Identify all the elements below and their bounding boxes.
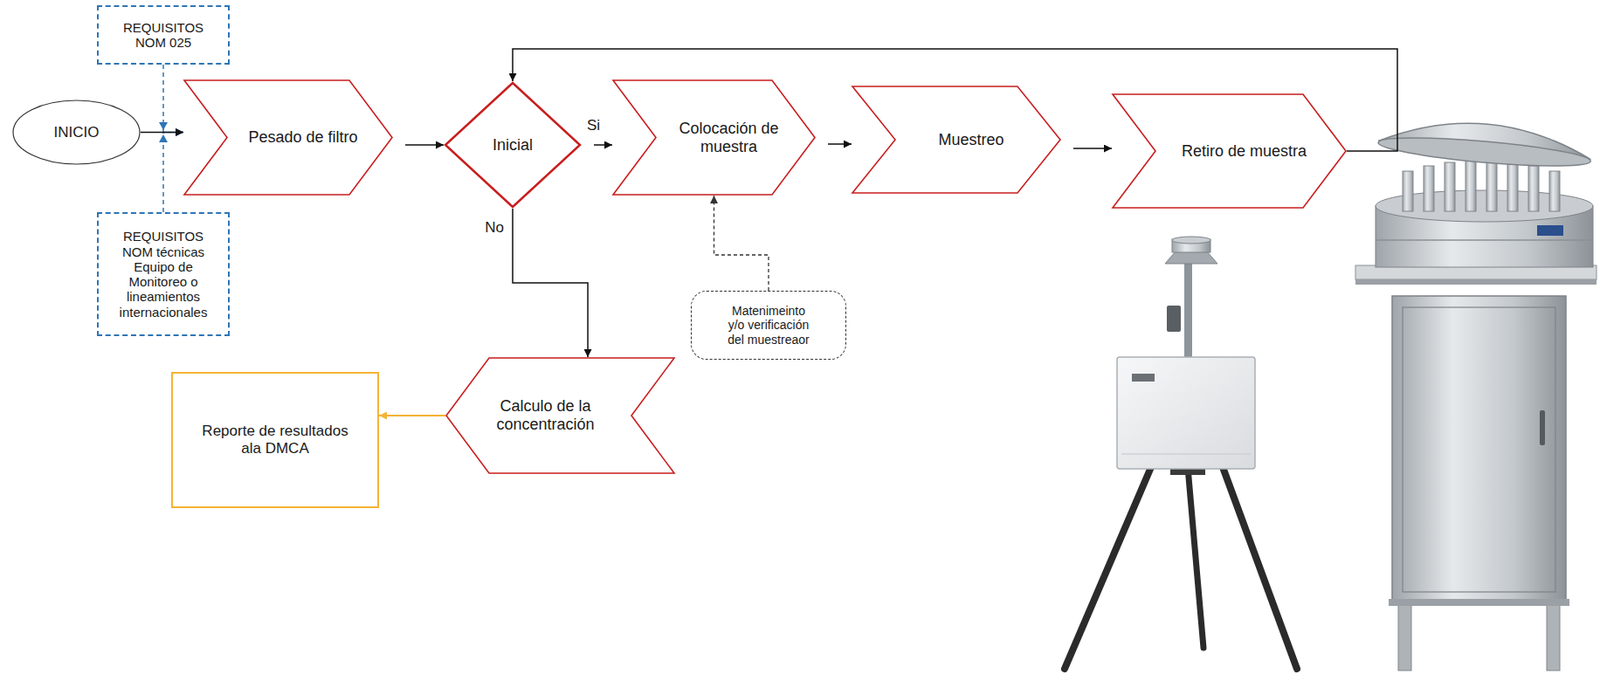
connector-arrow [405, 144, 444, 146]
tripod-leg [1222, 467, 1297, 669]
node-label: Calculo de la concentración [466, 397, 625, 434]
shape-outline [184, 80, 393, 195]
shape-outline [613, 80, 815, 195]
node-label: INICIO [54, 124, 100, 142]
node-label: Inicial [492, 136, 533, 155]
connector-arrow [827, 143, 852, 145]
start-ellipse: INICIO [12, 99, 141, 166]
drum-label [1537, 225, 1564, 236]
node-label: Colocación de muestra [662, 119, 795, 156]
tube [1486, 160, 1497, 212]
edge-label: Si [585, 117, 602, 135]
node-label: Pesado de filtro [248, 128, 358, 147]
cabinet-door [1402, 307, 1556, 593]
shape-outline [445, 82, 580, 207]
report-box: Reporte de resultados ala DMCA [171, 372, 380, 509]
connector-arrow [163, 64, 184, 133]
connector-arrow [593, 144, 613, 146]
text-block: Muestreo [937, 131, 1004, 150]
flow-module [1166, 305, 1181, 332]
sampler-case [1117, 357, 1256, 469]
connector-arrow [163, 132, 184, 214]
shape-outline [1112, 94, 1346, 208]
text-block: Colocación de muestra [662, 119, 795, 156]
process-chevron: Pesado de filtro [183, 79, 394, 196]
cabinet-sampler [1355, 114, 1597, 671]
platform-edge [1355, 279, 1597, 285]
tripod-leg [1187, 467, 1204, 649]
text-block: Reporte de resultados ala DMCA [196, 422, 354, 457]
connector-arrow [379, 414, 446, 417]
node-label: REQUISITOS NOM 025 [111, 20, 215, 51]
process-chevron: Muestreo [851, 85, 1062, 194]
node-label: Matenimeinto y/o verificación del muestr… [724, 303, 814, 346]
text-block: REQUISITOS NOM técnicas Equipo de Monito… [111, 228, 215, 320]
drum-band [1375, 239, 1594, 242]
node-label: Retiro de muestra [1181, 142, 1307, 161]
lid-rim [1377, 131, 1592, 172]
tripod-sampler [1064, 236, 1297, 669]
text-block: Pesado de filtro [248, 128, 358, 147]
connector-arrow [512, 208, 588, 358]
connector-arrow [140, 131, 184, 134]
cabinet-body [1392, 296, 1566, 603]
cabinet-leg [1546, 600, 1560, 671]
process-chevron: Colocación de muestra [612, 79, 816, 196]
connector-arrow [1073, 147, 1112, 150]
decision-diamond: Inicial [443, 81, 582, 209]
tube [1465, 160, 1476, 212]
cabinet-leg [1398, 600, 1412, 671]
tripod-leg [1064, 467, 1152, 669]
tube [1402, 171, 1414, 212]
text-block: INICIO [54, 124, 100, 142]
process-chevron: Retiro de muestra [1111, 93, 1347, 209]
door-handle [1539, 410, 1545, 446]
tube [1507, 162, 1518, 212]
text-block: Retiro de muestra [1181, 142, 1307, 161]
requirement-box: REQUISITOS NOM 025 [96, 5, 230, 65]
maintenance-note: Matenimeinto y/o verificación del muestr… [690, 290, 847, 360]
shape-outline [13, 100, 140, 165]
case-seam [1121, 454, 1251, 456]
node-label: Muestreo [937, 131, 1004, 150]
process-chevron: Calculo de la concentración [445, 357, 676, 475]
node-label: REQUISITOS NOM técnicas Equipo de Monito… [111, 228, 215, 320]
connector-arrow [714, 195, 770, 291]
inlet-cone [1165, 251, 1218, 264]
sampling-tubes [1402, 160, 1560, 212]
node-label: Reporte de resultados ala DMCA [196, 422, 354, 457]
text-block: Calculo de la concentración [466, 397, 625, 434]
tube [1444, 162, 1456, 212]
sampler-stem [1184, 262, 1193, 360]
text-block: Inicial [492, 136, 533, 155]
cabinet-base [1388, 599, 1570, 607]
tube [1549, 171, 1560, 212]
tube [1528, 165, 1539, 212]
edge-label: No [482, 219, 506, 237]
text-block: Matenimeinto y/o verificación del muestr… [724, 303, 814, 346]
shape-outline [446, 358, 675, 474]
open-lid [1377, 114, 1594, 172]
inlet-top [1172, 236, 1211, 244]
text-block: REQUISITOS NOM 025 [111, 20, 215, 51]
case-badge [1131, 373, 1155, 382]
shape-outline [852, 86, 1061, 194]
requirement-box: REQUISITOS NOM técnicas Equipo de Monito… [96, 212, 230, 337]
tube [1423, 165, 1435, 212]
